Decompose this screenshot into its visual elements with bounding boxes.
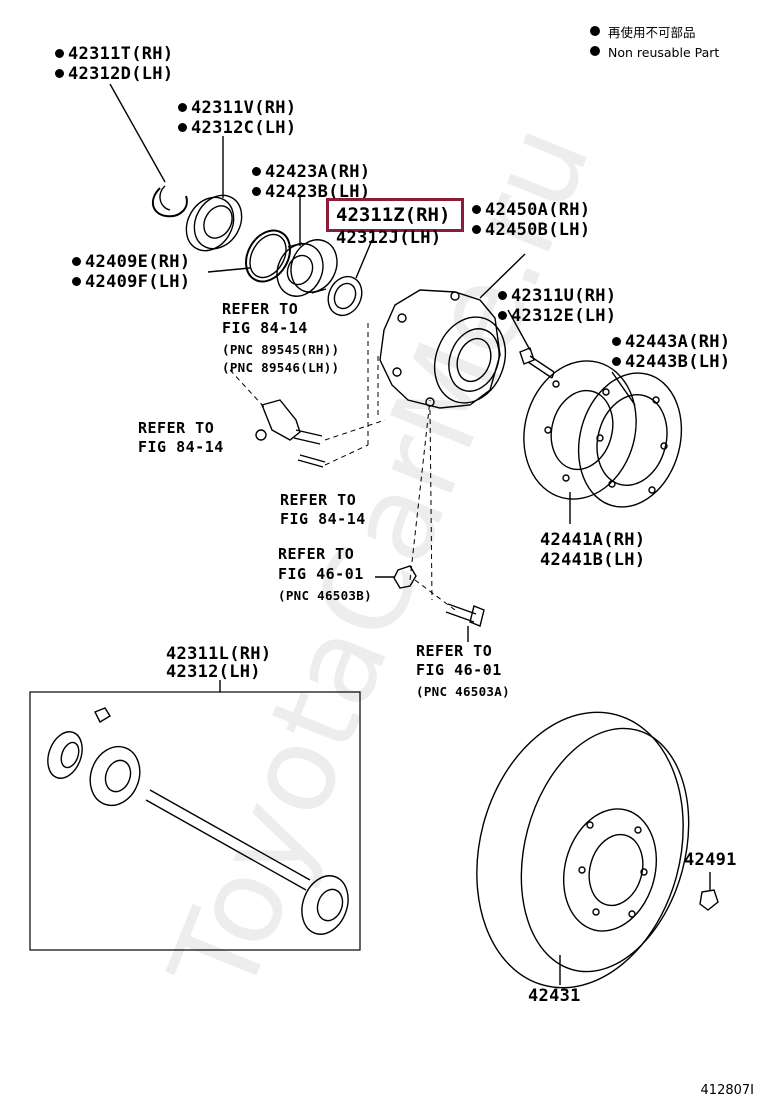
non-reusable-dot-icon [252, 167, 261, 176]
refer-note-5-line3: (PNC 46503A) [416, 684, 510, 699]
part-42450b-label[interactable]: 42450B(LH) [472, 222, 590, 239]
part-42311v-label[interactable]: 42311V(RH) [178, 100, 296, 117]
figure-id: 412807I [700, 1083, 754, 1098]
part-42450a-label[interactable]: 42450A(RH) [472, 202, 590, 219]
refer-note-4-line1[interactable]: REFER TO [278, 545, 355, 563]
sensor-bolt [297, 454, 326, 468]
brake-disc-42431 [476, 711, 690, 989]
abs-sensor [255, 399, 323, 445]
hub-bolt-42311u [519, 347, 555, 379]
part-42409f-label[interactable]: 42409F(LH) [72, 274, 190, 291]
refer-note-1-line2[interactable]: FIG 84-14 [222, 319, 308, 337]
refer-note-4-line2[interactable]: FIG 46-01 [278, 565, 364, 583]
refer-note-1-line4: (PNC 89546(LH)) [222, 360, 340, 375]
part-42311t-label[interactable]: 42311T(RH) [55, 46, 173, 63]
non-reusable-dot-icon [612, 337, 621, 346]
non-reusable-dot-icon [55, 69, 64, 78]
non-reusable-dot-icon [178, 123, 187, 132]
non-reusable-dot-icon [252, 187, 261, 196]
part-42423b-label[interactable]: 42423B(LH) [252, 184, 370, 201]
part-42312d-label[interactable]: 42312D(LH) [55, 66, 173, 83]
bearing-42423a [276, 239, 338, 297]
oil-seal-42311v [185, 194, 243, 252]
legend-non-reusable-jp: 再使用不可部品 [590, 26, 696, 40]
refer-note-5-line1[interactable]: REFER TO [416, 642, 493, 660]
non-reusable-dot-icon [178, 103, 187, 112]
part-42441b-label[interactable]: 42441B(LH) [540, 550, 646, 570]
selected-part-highlight [326, 198, 464, 232]
non-reusable-dot-icon [590, 46, 600, 56]
part-42312-label[interactable]: 42312(LH) [166, 662, 261, 682]
non-reusable-dot-icon [612, 357, 621, 366]
axle-shaft-42311l [47, 707, 349, 935]
non-reusable-dot-icon [498, 291, 507, 300]
refer-note-4-line3: (PNC 46503B) [278, 588, 372, 603]
part-42443b-label[interactable]: 42443B(LH) [612, 354, 730, 371]
legend-non-reusable-en: Non reusable Part [590, 46, 719, 60]
gasket-42443a [577, 372, 683, 508]
hub-nut [393, 565, 417, 589]
snap-ring-42409e [245, 229, 291, 283]
part-42443a-label[interactable]: 42443A(RH) [612, 334, 730, 351]
refer-note-1-line3: (PNC 89545(RH)) [222, 342, 340, 357]
refer-note-5-line2[interactable]: FIG 46-01 [416, 661, 502, 679]
part-42312j-label[interactable]: 42312J(LH) [336, 228, 442, 248]
part-42312c-label[interactable]: 42312C(LH) [178, 120, 296, 137]
non-reusable-dot-icon [72, 257, 81, 266]
wheel-stud [445, 603, 485, 627]
refer-note-3-line2[interactable]: FIG 84-14 [280, 510, 366, 528]
seal-42311z [327, 275, 363, 317]
refer-note-3-line1[interactable]: REFER TO [280, 491, 357, 509]
part-42431-label[interactable]: 42431 [528, 986, 581, 1006]
non-reusable-dot-icon [472, 205, 481, 214]
axle-assembly-box [29, 691, 361, 951]
part-42311z-label[interactable]: 42311Z(RH) [336, 204, 451, 226]
part-42311l-label[interactable]: 42311L(RH) [166, 644, 272, 664]
part-42311u-label[interactable]: 42311U(RH) [498, 288, 616, 305]
refer-note-2-line2[interactable]: FIG 84-14 [138, 438, 224, 456]
hub-housing-42450a [379, 289, 507, 409]
part-42441a-label[interactable]: 42441A(RH) [540, 530, 646, 550]
non-reusable-dot-icon [498, 311, 507, 320]
non-reusable-dot-icon [55, 49, 64, 58]
refer-note-1-line1[interactable]: REFER TO [222, 300, 299, 318]
part-42491-label[interactable]: 42491 [684, 850, 737, 870]
non-reusable-dot-icon [72, 277, 81, 286]
non-reusable-dot-icon [472, 225, 481, 234]
part-42423a-label[interactable]: 42423A(RH) [252, 164, 370, 181]
non-reusable-dot-icon [590, 26, 600, 36]
nut-42491 [699, 889, 719, 911]
part-42409e-label[interactable]: 42409E(RH) [72, 254, 190, 271]
refer-note-2-line1[interactable]: REFER TO [138, 419, 215, 437]
part-42312e-label[interactable]: 42312E(LH) [498, 308, 616, 325]
backing-plate-42441a [523, 360, 637, 500]
snap-ring-42311t [151, 185, 188, 218]
